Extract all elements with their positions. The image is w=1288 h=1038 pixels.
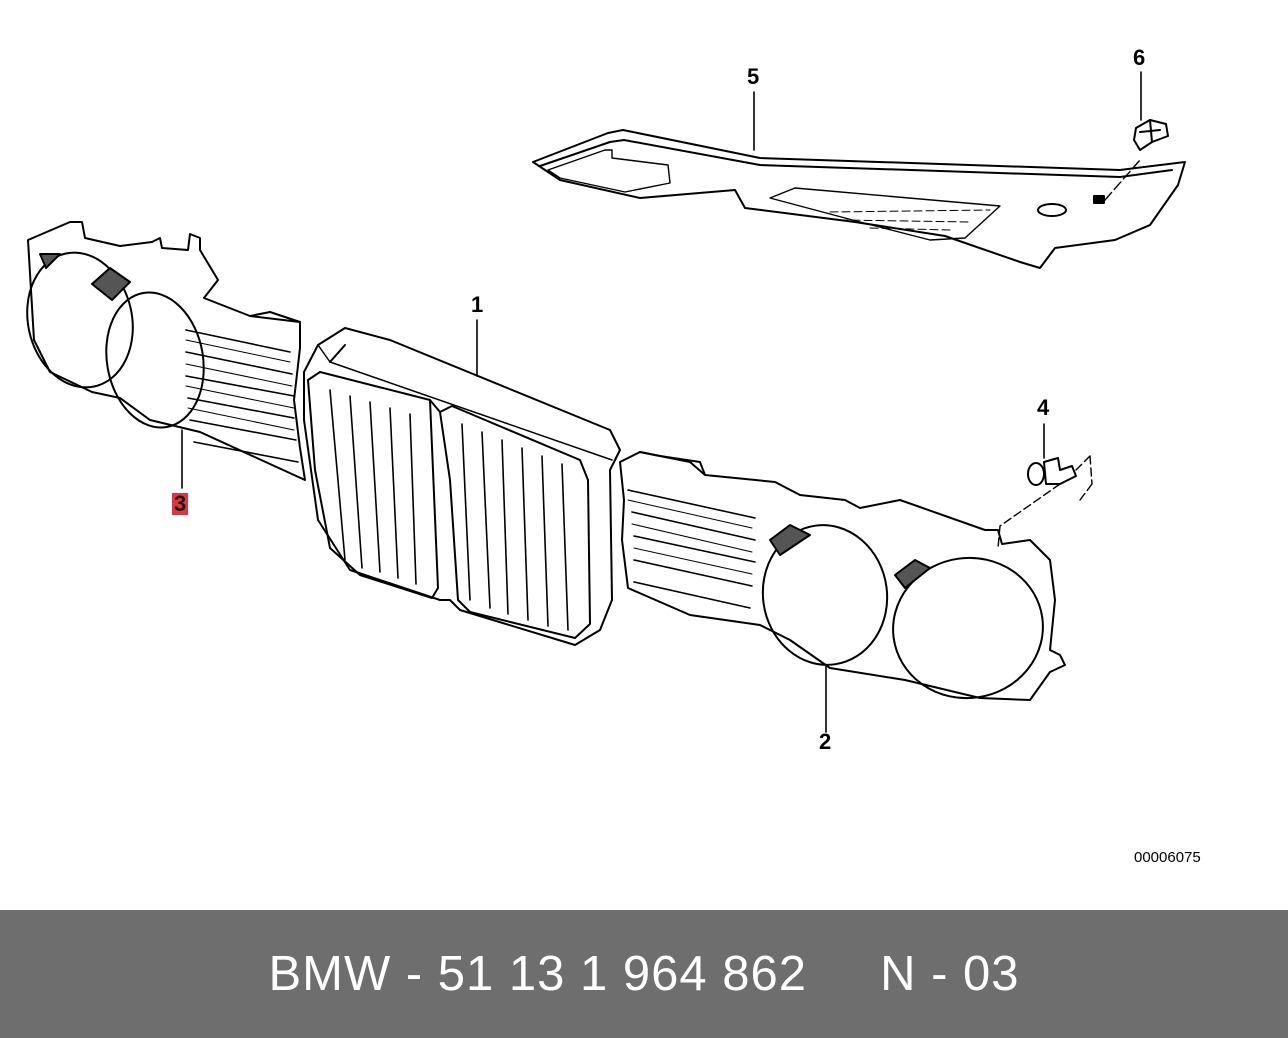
callout-3: 3 <box>172 491 189 516</box>
caption-bar: BMW - 51 13 1 964 862 N - 03 <box>0 910 1288 1038</box>
part-5-cowl-panel <box>532 129 1186 269</box>
callout-6: 6 <box>1133 45 1146 70</box>
leader-lines <box>181 71 1142 733</box>
part-3-left-headlight-surround <box>26 221 306 481</box>
part-2-right-headlight-surround <box>619 451 1066 701</box>
callout-5: 5 <box>747 64 760 89</box>
parts-diagram: 1 2 3 4 5 6 00006075 <box>26 45 1201 866</box>
callout-1: 1 <box>471 292 484 317</box>
part-number-caption: BMW - 51 13 1 964 862 N - 03 <box>268 947 1020 1001</box>
callout-2: 2 <box>819 729 832 754</box>
part-4-screw <box>997 455 1093 549</box>
drawing-number: 00006075 <box>1134 849 1201 866</box>
part-1-kidney-grille <box>303 327 621 646</box>
diagram-drawing <box>26 71 1186 733</box>
callout-4: 4 <box>1037 395 1050 420</box>
part-6-clip <box>1133 119 1169 151</box>
